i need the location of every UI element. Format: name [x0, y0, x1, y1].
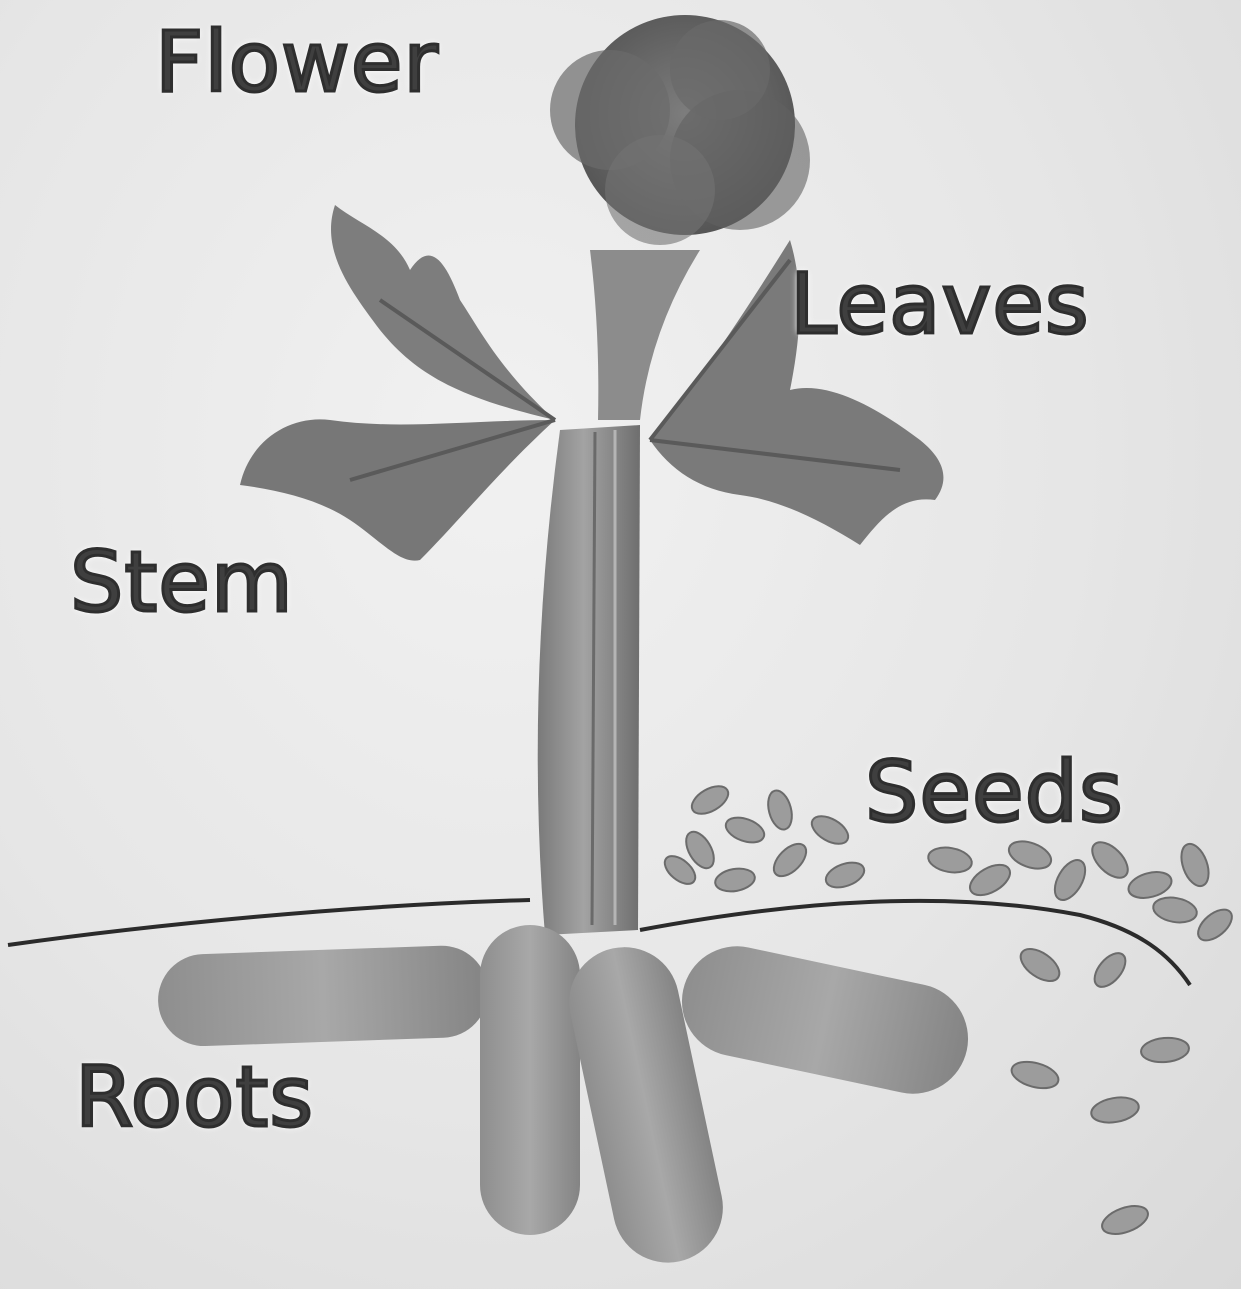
label-roots: Roots	[75, 1055, 314, 1139]
leaf-left	[240, 205, 555, 561]
label-leaves: Leaves	[790, 262, 1090, 346]
label-stem: Stem	[70, 540, 294, 624]
label-flower: Flower	[155, 20, 439, 104]
stem-celery	[538, 425, 640, 935]
label-seeds: Seeds	[865, 750, 1124, 834]
